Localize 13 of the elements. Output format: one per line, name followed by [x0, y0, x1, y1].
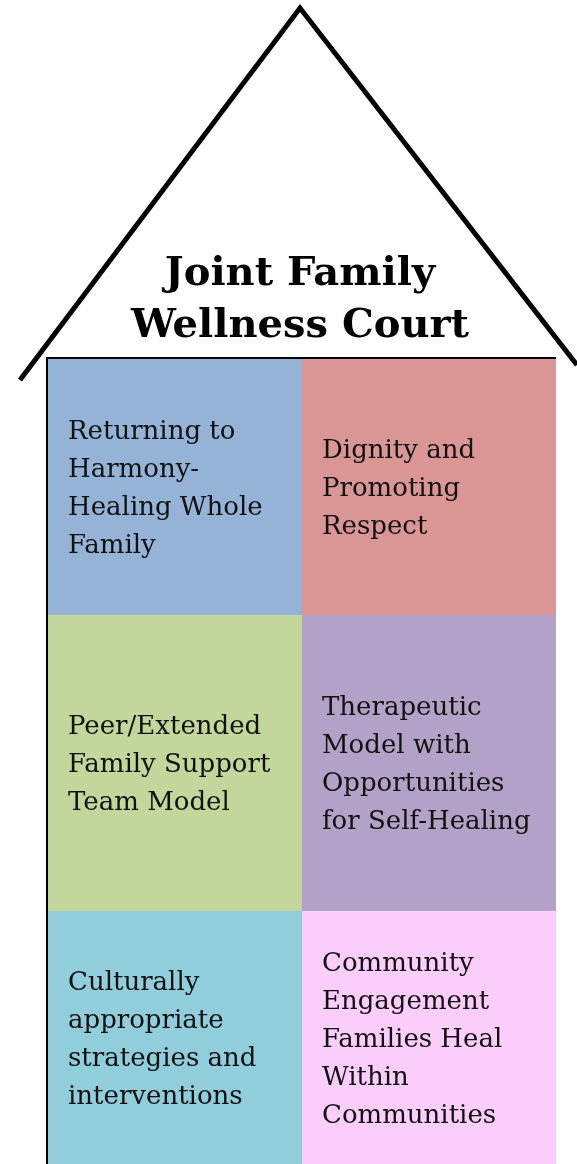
- pillar-panel: [302, 615, 556, 911]
- pillar-panel: [48, 911, 302, 1164]
- panel-text: Community Engagement Families Heal Within Communities: [322, 946, 504, 1131]
- panel-text: Culturally appropriate strategies and interventions: [68, 965, 258, 1112]
- pillar-panel: [302, 359, 556, 615]
- panel-text: Therapeutic Model with Opportunities for Self-Healing: [322, 690, 532, 837]
- title-text: Joint Family Wellness Court: [129, 246, 471, 348]
- pillar-panel: [48, 359, 302, 615]
- pillar-panel: [48, 615, 302, 911]
- panel-text: Peer/Extended Family Support Team Model: [68, 709, 272, 818]
- pillar-panel: [302, 911, 556, 1164]
- panel-text: Returning to Harmony-Healing Whole Family: [68, 414, 264, 561]
- panel-text: Dignity and Promoting Respect: [322, 433, 477, 542]
